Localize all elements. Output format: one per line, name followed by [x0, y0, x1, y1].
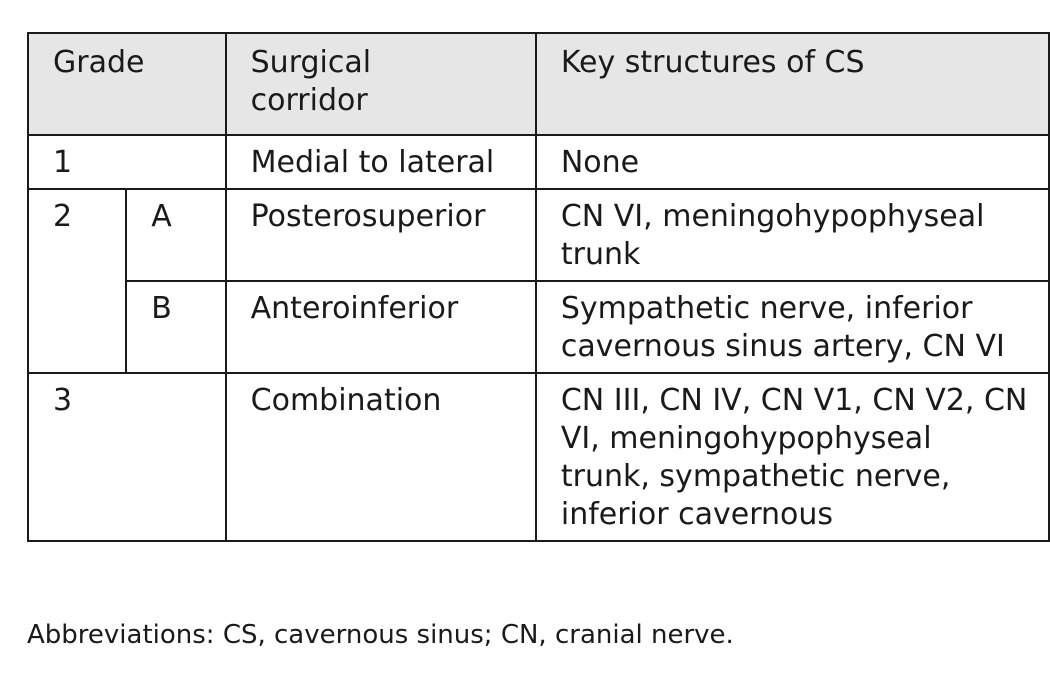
table-row: 3 Combination CN III, CN IV, CN V1, CN V… — [27, 372, 1050, 542]
table-row: 2 A Posterosuperior CN VI, meningohypoph… — [26, 188, 1050, 374]
header-surgical-corridor-text: Surgical corridor — [250, 45, 372, 118]
cell-grade: 1 — [27, 134, 227, 190]
cell-corridor: Medial to lateral — [224, 134, 537, 190]
header-grade: Grade — [27, 32, 227, 136]
cell-corridor: Combination — [224, 372, 537, 542]
grading-table-container: Grade Surgical corridor Key structures o… — [26, 32, 1050, 542]
cell-grade: 2 — [26, 188, 128, 374]
table-footnote: Abbreviations: CS, cavernous sinus; CN, … — [27, 620, 734, 650]
cell-key-structures: Sympathetic nerve, inferior cavernous si… — [534, 280, 1050, 374]
grading-table: Grade Surgical corridor Key structures o… — [26, 32, 1050, 542]
cell-key-structures: None — [534, 134, 1050, 190]
header-surgical-corridor: Surgical corridor — [224, 32, 537, 136]
cell-key-structures: CN VI, meningohypophyseal trunk — [534, 188, 1050, 282]
table-header-row: Grade Surgical corridor Key structures o… — [27, 32, 1050, 136]
cell-corridor: Anteroinferior — [224, 280, 537, 374]
cell-subgrade: B — [125, 280, 227, 374]
cell-key-structures: CN III, CN IV, CN V1, CN V2, CN VI, meni… — [534, 372, 1050, 542]
header-key-structures: Key structures of CS — [534, 32, 1050, 136]
cell-corridor: Posterosuperior — [224, 188, 537, 282]
table-row: B Anteroinferior Sympathetic nerve, infe… — [28, 280, 1050, 374]
cell-grade: 3 — [27, 372, 227, 542]
cell-subgrade: A — [125, 188, 227, 282]
table-row: 1 Medial to lateral None — [27, 134, 1050, 190]
